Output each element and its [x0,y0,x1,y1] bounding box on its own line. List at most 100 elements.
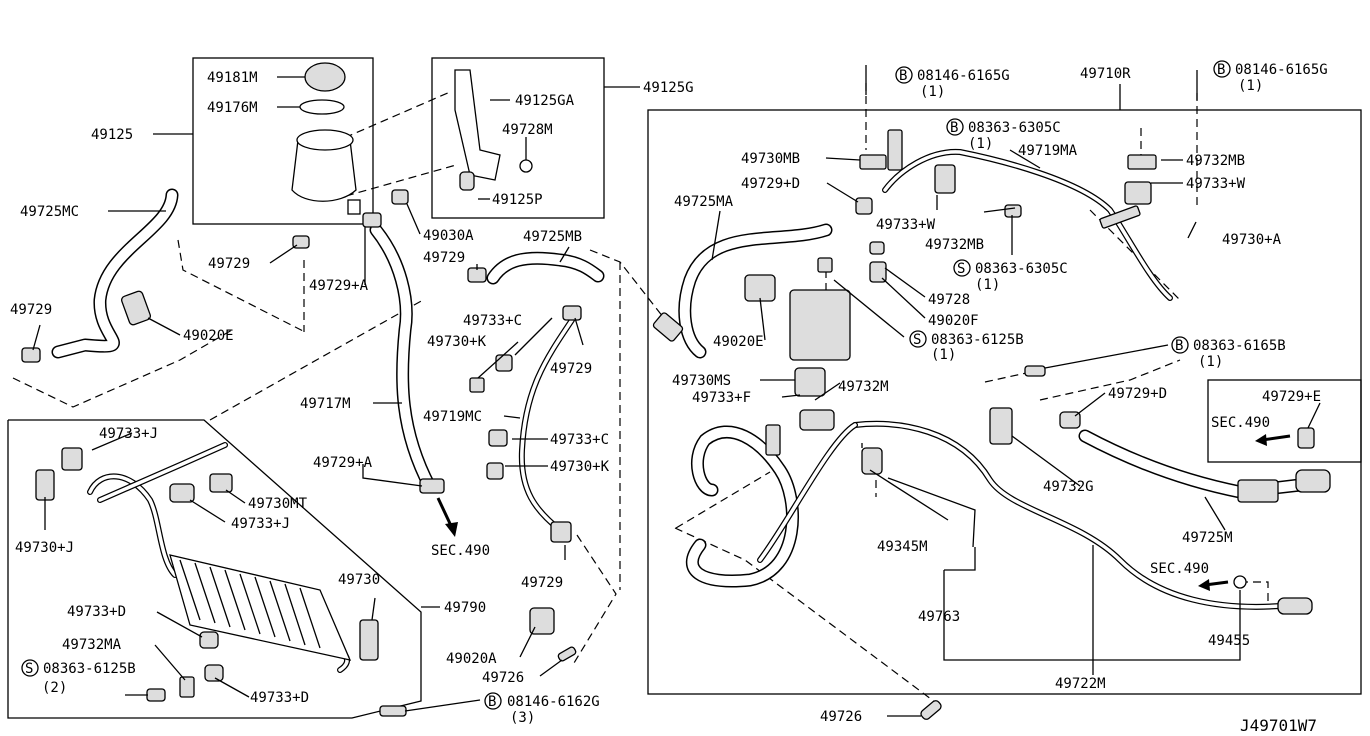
label-qty: (1) [1238,78,1263,94]
label-49345M: 49345M [877,539,928,555]
bolt-symbol: B [1175,338,1183,354]
label-49717M: 49717M [300,396,351,412]
label-49730: 49730 [338,572,380,588]
label-08363-6305C: 08363-6305C [968,120,1061,136]
label-49790: 49790 [444,600,486,616]
label-qty: (3) [510,710,535,726]
label-49732MB: 49732MB [1186,153,1245,169]
label-49763: 49763 [918,609,960,625]
label-49729+D: 49729+D [741,176,800,192]
label-49125: 49125 [91,127,133,143]
label-49730MS: 49730MS [672,373,731,389]
label-49725MA: 49725MA [674,194,734,210]
symbols: B B B S S B S B [21,60,1231,710]
label-49729: 49729 [423,250,465,266]
inset-box [1207,379,1362,463]
label-49719MA: 49719MA [1018,143,1078,159]
label-08146-6165G: 08146-6165G [917,68,1010,84]
label-49729+A: 49729+A [309,278,369,294]
label-49729: 49729 [550,361,592,377]
label-49030A: 49030A [423,228,474,244]
label-49733+D: 49733+D [67,604,126,620]
label-49730+K: 49730+K [427,334,487,350]
label-qty: (2) [42,680,67,696]
label-49710R: 49710R [1080,66,1131,82]
label-49733+F: 49733+F [692,390,751,406]
part-labels: 49181M 49176M 49125 49725MC 49729 49729 … [10,62,1328,735]
reservoir-cap [304,62,346,92]
label-49729+A: 49729+A [313,455,373,471]
diagram-id: J49701W7 [1240,716,1317,735]
bolt-symbol: B [488,694,496,710]
oil-cooler [169,554,352,661]
reservoir-body [291,139,357,202]
label-49725MC: 49725MC [20,204,79,220]
label-49733+W: 49733+W [876,217,936,233]
label-49730+J: 49730+J [15,540,74,556]
label-49728: 49728 [928,292,970,308]
label-49020A: 49020A [446,651,497,667]
label-49729+E: 49729+E [1262,389,1321,405]
label-qty: (1) [968,136,993,152]
label-49455: 49455 [1208,633,1250,649]
label-49726: 49726 [820,709,862,725]
label-49733+W: 49733+W [1186,176,1246,192]
label-49733+D: 49733+D [250,690,309,706]
label-49729: 49729 [208,256,250,272]
label-49732G: 49732G [1043,479,1094,495]
frame-group [7,57,1362,719]
label-49729+D: 49729+D [1108,386,1167,402]
label-08363-6125B: 08363-6125B [43,661,136,677]
label-49733+J: 49733+J [231,516,290,532]
label-qty: (1) [975,277,1000,293]
label-49020E: 49020E [183,328,234,344]
arrows [436,434,1291,591]
label-49730MT: 49730MT [248,496,308,512]
label-49125GA: 49125GA [515,93,575,109]
label-49020F: 49020F [928,313,979,329]
label-49020E: 49020E [713,334,764,350]
label-qty: (1) [1198,354,1223,370]
reservoir-box [192,57,374,225]
label-49733+C: 49733+C [463,313,522,329]
label-sec490: SEC.490 [431,543,490,559]
label-49719MC: 49719MC [423,409,482,425]
label-49732M: 49732M [838,379,889,395]
label-49730+K: 49730+K [550,459,610,475]
bracket-49125GA [454,69,501,181]
label-08363-6165B: 08363-6165B [1193,338,1286,354]
bolt-symbol: B [899,68,907,84]
parts [21,62,1331,720]
label-49125G: 49125G [643,80,694,96]
label-49176M: 49176M [207,100,258,116]
bracket-box [431,57,605,219]
label-49125P: 49125P [492,192,543,208]
label-49181M: 49181M [207,70,258,86]
reservoir-seal [299,99,345,115]
screw-symbol: S [957,261,965,277]
hoses [51,148,1307,673]
screw-symbol: S [25,661,33,677]
label-08363-6125B: 08363-6125B [931,332,1024,348]
label-qty: (1) [931,347,956,363]
label-08363-6305C: 08363-6305C [975,261,1068,277]
bolt-symbol: B [1217,62,1225,78]
label-qty: (1) [920,84,945,100]
label-08146-6162G: 08146-6162G [507,694,600,710]
label-49722M: 49722M [1055,676,1106,692]
label-49728M: 49728M [502,122,553,138]
label-sec490: SEC.490 [1211,415,1270,431]
cooler-box [7,419,422,719]
label-49732MB: 49732MB [925,237,984,253]
label-49730+A: 49730+A [1222,232,1282,248]
dashed-leaders [12,83,1269,703]
label-49732MA: 49732MA [62,637,122,653]
label-49725MB: 49725MB [523,229,582,245]
label-49730MB: 49730MB [741,151,800,167]
leader-lines [32,76,1321,717]
label-49729: 49729 [10,302,52,318]
label-49733+C: 49733+C [550,432,609,448]
label-49733+J: 49733+J [99,426,158,442]
bolt-symbol: B [950,120,958,136]
